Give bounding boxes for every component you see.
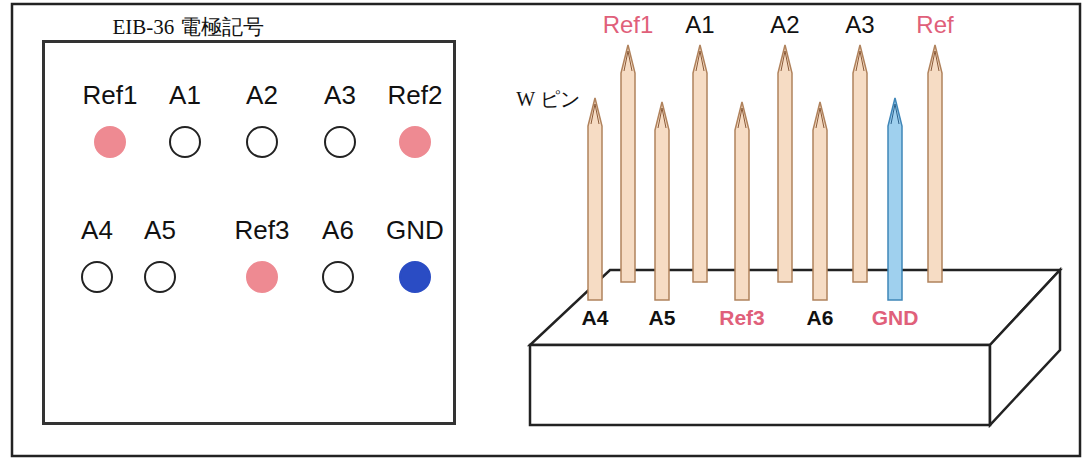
electrode-symbol: GND	[382, 215, 448, 295]
pin-tip-mark	[738, 108, 746, 128]
pin-name: Ref1	[603, 12, 654, 38]
electrode-dot	[247, 262, 277, 292]
pin-tip-mark	[658, 108, 666, 128]
electrode-name: A3	[324, 80, 356, 110]
electrode-name: A6	[322, 215, 354, 245]
pin-body	[813, 102, 827, 300]
electrode-circle	[244, 124, 280, 160]
w-pin	[735, 102, 749, 300]
pin-name: A2	[770, 12, 799, 38]
w-pin	[655, 102, 669, 300]
electrode-name: A2	[246, 80, 278, 110]
electrode-symbol: Ref3	[231, 215, 294, 295]
pin-tip-mark	[781, 51, 789, 71]
pin-name: A3	[845, 12, 874, 38]
electrode-symbol: Ref2	[384, 80, 447, 160]
electrode-circle	[142, 259, 178, 295]
electrode-symbol: A5	[138, 215, 182, 295]
w-pin	[813, 102, 827, 300]
w-pin	[928, 45, 942, 282]
w-pin	[693, 45, 707, 282]
electrode-name: Ref3	[235, 215, 290, 245]
pin-base	[530, 270, 1060, 425]
pin-body	[928, 45, 942, 282]
pin-body	[778, 45, 792, 282]
electrode-circle	[397, 124, 433, 160]
electrode-map-panel: EIB-36 電極記号Ref1A1A2A3Ref2A4A5Ref3A6GND	[42, 40, 456, 425]
electrode-circle	[79, 259, 115, 295]
electrode-dot	[400, 127, 430, 157]
pin-name: A5	[649, 306, 676, 329]
pin-body	[588, 98, 602, 300]
electrode-name: A5	[144, 215, 176, 245]
w-pin	[778, 45, 792, 282]
w-pins	[588, 45, 942, 300]
pin-body	[655, 102, 669, 300]
electrode-name: Ref1	[83, 80, 138, 110]
w-pin	[888, 98, 902, 300]
pin-body	[853, 45, 867, 282]
electrode-symbol: A2	[240, 80, 284, 160]
pin-name: Ref	[916, 12, 953, 38]
electrode-circle	[244, 259, 280, 295]
electrode-name: A4	[81, 215, 113, 245]
pin-tip-mark	[891, 104, 899, 124]
panel-heading: EIB-36 電極記号	[112, 13, 263, 41]
w-pin	[588, 98, 602, 300]
pin-body	[888, 98, 902, 300]
w-pin	[853, 45, 867, 282]
pin-tip-mark	[856, 51, 864, 71]
electrode-name: Ref2	[388, 80, 443, 110]
electrode-name: GND	[386, 215, 444, 245]
pin-tip-mark	[816, 108, 824, 128]
electrode-dot	[323, 262, 353, 292]
electrode-circle	[92, 124, 128, 160]
base-top-face	[530, 270, 1060, 345]
electrode-circle	[320, 259, 356, 295]
pin-body	[735, 102, 749, 300]
electrode-dot	[145, 262, 175, 292]
electrode-dot	[400, 262, 430, 292]
electrode-dot	[82, 262, 112, 292]
pin-name: GND	[872, 306, 919, 329]
electrode-symbol: A3	[318, 80, 362, 160]
pin-tip-mark	[624, 51, 632, 71]
base-front-face	[530, 345, 990, 425]
electrode-symbol: Ref1	[79, 80, 142, 160]
electrode-dot	[247, 127, 277, 157]
outer-frame	[12, 4, 1080, 456]
pin-material-label: W ピン	[516, 88, 580, 110]
pin-tip-mark	[696, 51, 704, 71]
electrode-name: A1	[169, 80, 201, 110]
pin-body	[621, 45, 635, 282]
pin-tip-mark	[931, 51, 939, 71]
electrode-symbol: A6	[316, 215, 360, 295]
pin-tip-mark	[591, 104, 599, 124]
electrode-circle	[397, 259, 433, 295]
electrode-symbol: A4	[75, 215, 119, 295]
electrode-circle	[322, 124, 358, 160]
pin-name: Ref3	[719, 306, 765, 329]
base-side-face	[990, 270, 1060, 425]
electrode-dot	[170, 127, 200, 157]
pin-name: A1	[685, 12, 714, 38]
pin-name: A6	[807, 306, 834, 329]
pin-body	[693, 45, 707, 282]
pin-name: A4	[582, 306, 609, 329]
electrode-dot	[95, 127, 125, 157]
electrode-circle	[167, 124, 203, 160]
w-pin	[621, 45, 635, 282]
electrode-symbol: A1	[163, 80, 207, 160]
electrode-dot	[325, 127, 355, 157]
